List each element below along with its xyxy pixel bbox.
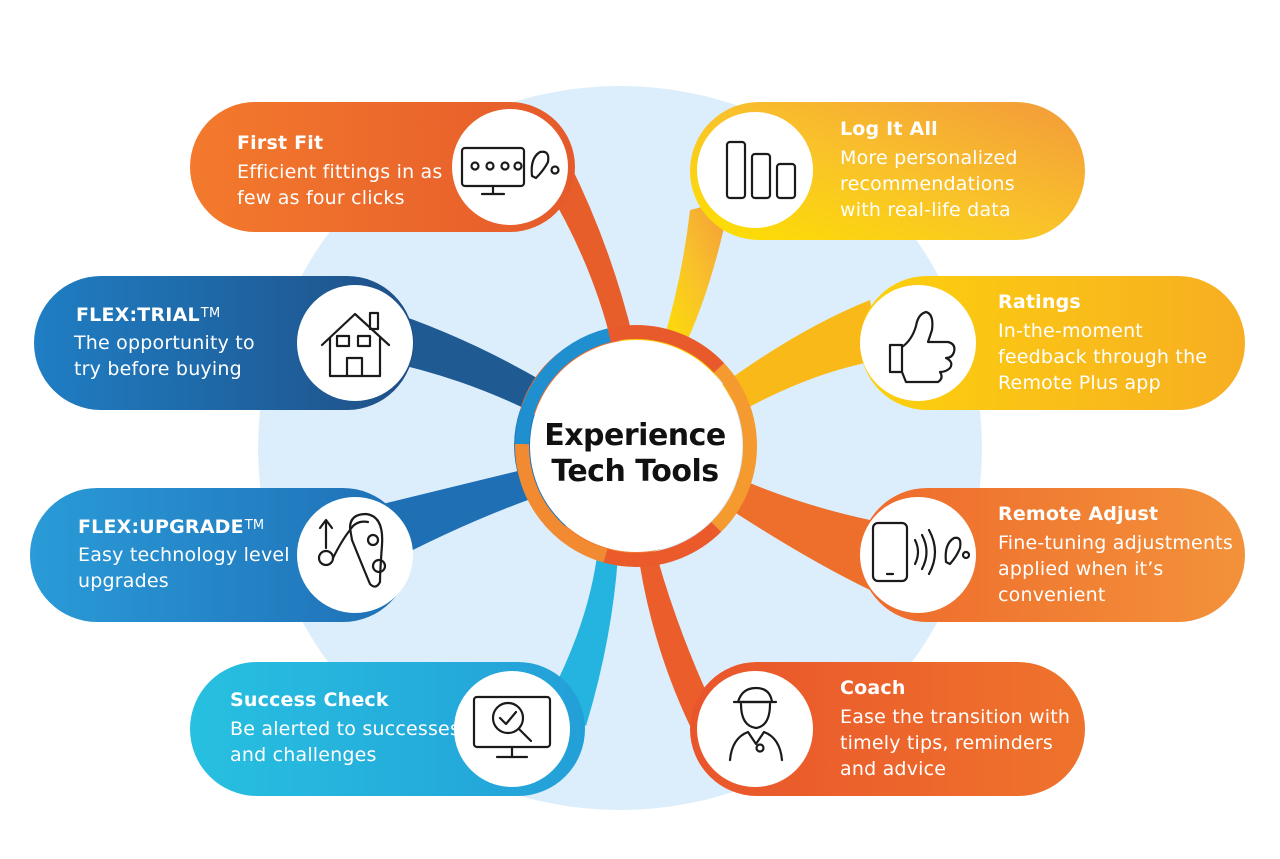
success-check-desc-line: and challenges <box>230 744 377 766</box>
center-title-line1: Experience <box>544 418 726 453</box>
success-check-title-text: Success Check <box>230 689 389 711</box>
coach-desc-line: and advice <box>840 758 947 780</box>
first-fit-title-text: First Fit <box>237 132 324 154</box>
log-it-all-title: Log It All <box>840 117 938 141</box>
flex-upgrade-desc: Easy technology level upgrades <box>78 542 290 594</box>
flex-trial-trademark: TM <box>200 306 221 321</box>
first-fit-desc-line: few as four clicks <box>237 187 405 209</box>
flex-upgrade-title-text: FLEX:UPGRADE <box>78 516 244 538</box>
center-ring-segments <box>515 325 757 567</box>
ratings-title-text: Ratings <box>998 291 1081 313</box>
first-fit-title: First Fit <box>237 131 323 155</box>
coach-title-text: Coach <box>840 677 906 699</box>
ratings-desc-line: Remote Plus app <box>998 372 1161 394</box>
flex-upgrade-trademark: TM <box>244 518 265 533</box>
success-check-desc-line: Be alerted to successes <box>230 718 461 740</box>
icon-circle-ratings <box>860 285 976 401</box>
log-it-all-desc-line: recommendations <box>840 173 1015 195</box>
flex-upgrade-desc-line: Easy technology level <box>78 544 290 566</box>
remote-adjust-title: Remote Adjust <box>998 502 1158 526</box>
hearing-aid-upgrade-icon <box>317 512 387 588</box>
monitor-fitting-icon <box>460 146 560 196</box>
first-fit-desc-line: Efficient fittings in as <box>237 161 443 183</box>
success-check-desc: Be alerted to successes and challenges <box>230 716 460 768</box>
bar-chart-icon <box>725 140 797 200</box>
flex-trial-desc-line: The opportunity to <box>74 332 255 354</box>
remote-adjust-title-text: Remote Adjust <box>998 503 1159 525</box>
flex-trial-desc-line: try before buying <box>74 358 242 380</box>
coach-desc: Ease the transition with timely tips, re… <box>840 704 1070 782</box>
flex-upgrade-desc-line: upgrades <box>78 570 169 592</box>
coach-desc-line: Ease the transition with <box>840 706 1071 728</box>
ratings-desc-line: feedback through the <box>998 346 1208 368</box>
center-circle <box>530 340 742 552</box>
coach-icon <box>728 686 784 762</box>
coach-title: Coach <box>840 676 906 700</box>
remote-adjust-desc: Fine-tuning adjustments applied when it’… <box>998 530 1233 608</box>
log-it-all-desc-line: More personalized <box>840 147 1018 169</box>
log-it-all-desc: More personalized recommendations with r… <box>840 145 1018 223</box>
first-fit-desc: Efficient fittings in as few as four cli… <box>237 159 443 211</box>
coach-desc-line: timely tips, reminders <box>840 732 1054 754</box>
log-it-all-title-text: Log It All <box>840 118 938 140</box>
remote-adjust-desc-line: convenient <box>998 584 1106 606</box>
icon-circle-flex-trial <box>297 285 413 401</box>
ratings-desc: In-the-moment feedback through the Remot… <box>998 318 1207 396</box>
icon-circle-success-check <box>454 671 570 787</box>
center-title-line2: Tech Tools <box>551 454 719 489</box>
house-icon <box>320 311 391 378</box>
phone-hearing-aid-icon <box>871 521 971 583</box>
log-it-all-desc-line: with real-life data <box>840 199 1011 221</box>
remote-adjust-desc-line: applied when it’s <box>998 558 1164 580</box>
flex-trial-desc: The opportunity to try before buying <box>74 330 255 382</box>
center-title: Experience Tech Tools <box>530 418 740 490</box>
icon-circle-flex-upgrade <box>297 497 413 613</box>
flex-trial-title-text: FLEX:TRIAL <box>76 304 200 326</box>
monitor-check-icon <box>472 695 552 759</box>
icon-circle-coach <box>697 671 813 787</box>
flex-trial-title: FLEX:TRIALTM <box>76 302 220 327</box>
ratings-desc-line: In-the-moment <box>998 320 1143 342</box>
thumbs-up-icon <box>888 310 956 384</box>
ratings-title: Ratings <box>998 290 1081 314</box>
icon-circle-first-fit <box>452 109 568 225</box>
flex-upgrade-title: FLEX:UPGRADETM <box>78 514 264 539</box>
success-check-title: Success Check <box>230 688 389 712</box>
remote-adjust-desc-line: Fine-tuning adjustments <box>998 532 1233 554</box>
